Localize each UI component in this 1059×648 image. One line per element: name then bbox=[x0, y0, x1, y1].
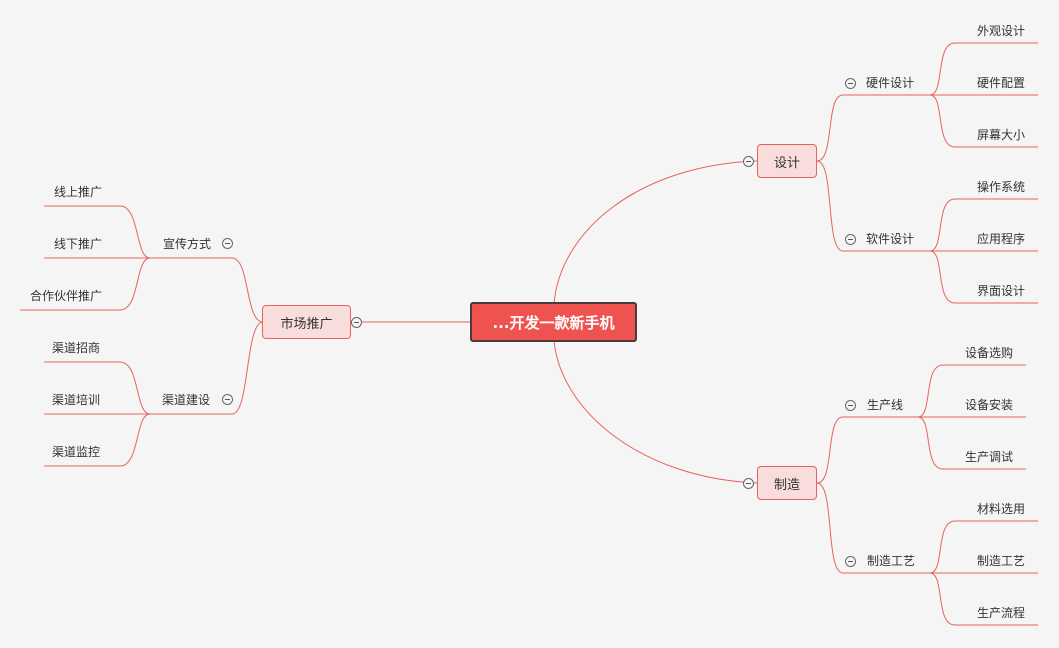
leaf-node[interactable]: 应用程序 bbox=[977, 232, 1026, 246]
leaf-node[interactable]: 生产调试 bbox=[965, 450, 1014, 464]
leaf-node[interactable]: 线上推广 bbox=[54, 185, 103, 199]
channel-collapse-toggle[interactable] bbox=[222, 394, 233, 405]
leaf-node[interactable]: 合作伙伴推广 bbox=[30, 289, 103, 303]
leaf-node[interactable]: 生产流程 bbox=[977, 606, 1026, 620]
leaf-node[interactable]: 界面设计 bbox=[977, 284, 1026, 298]
design-node[interactable]: 设计 bbox=[757, 144, 817, 178]
leaf-node[interactable]: 设备选购 bbox=[965, 346, 1014, 360]
leaf-node[interactable]: 设备安装 bbox=[965, 398, 1014, 412]
leaf-node[interactable]: 制造工艺 bbox=[977, 554, 1026, 568]
leaf-node[interactable]: 操作系统 bbox=[977, 180, 1026, 194]
promotion-node[interactable]: 宣传方式 bbox=[163, 237, 212, 251]
root-node[interactable]: ...开发一款新手机 bbox=[470, 302, 637, 342]
process-collapse-toggle[interactable] bbox=[845, 556, 856, 567]
software-collapse-toggle[interactable] bbox=[845, 234, 856, 245]
hardware-collapse-toggle[interactable] bbox=[845, 78, 856, 89]
leaf-node[interactable]: 线下推广 bbox=[54, 237, 103, 251]
software-node[interactable]: 软件设计 bbox=[866, 232, 915, 246]
leaf-node[interactable]: 渠道监控 bbox=[52, 445, 101, 459]
process-node[interactable]: 制造工艺 bbox=[867, 554, 916, 568]
leaf-node[interactable]: 硬件配置 bbox=[977, 76, 1026, 90]
channel-node[interactable]: 渠道建设 bbox=[162, 393, 211, 407]
leaf-node[interactable]: 屏幕大小 bbox=[977, 128, 1026, 142]
hardware-node[interactable]: 硬件设计 bbox=[866, 76, 915, 90]
leaf-node[interactable]: 渠道招商 bbox=[52, 341, 101, 355]
design-collapse-toggle[interactable] bbox=[743, 156, 754, 167]
leaf-node[interactable]: 材料选用 bbox=[977, 502, 1026, 516]
leaf-node[interactable]: 渠道培训 bbox=[52, 393, 101, 407]
marketing-collapse-toggle[interactable] bbox=[351, 317, 362, 328]
leaf-node[interactable]: 外观设计 bbox=[977, 24, 1026, 38]
line-collapse-toggle[interactable] bbox=[845, 400, 856, 411]
manufacturing-collapse-toggle[interactable] bbox=[743, 478, 754, 489]
marketing-node[interactable]: 市场推广 bbox=[262, 305, 351, 339]
production-line-node[interactable]: 生产线 bbox=[867, 398, 904, 412]
manufacturing-node[interactable]: 制造 bbox=[757, 466, 817, 500]
promotion-collapse-toggle[interactable] bbox=[222, 238, 233, 249]
